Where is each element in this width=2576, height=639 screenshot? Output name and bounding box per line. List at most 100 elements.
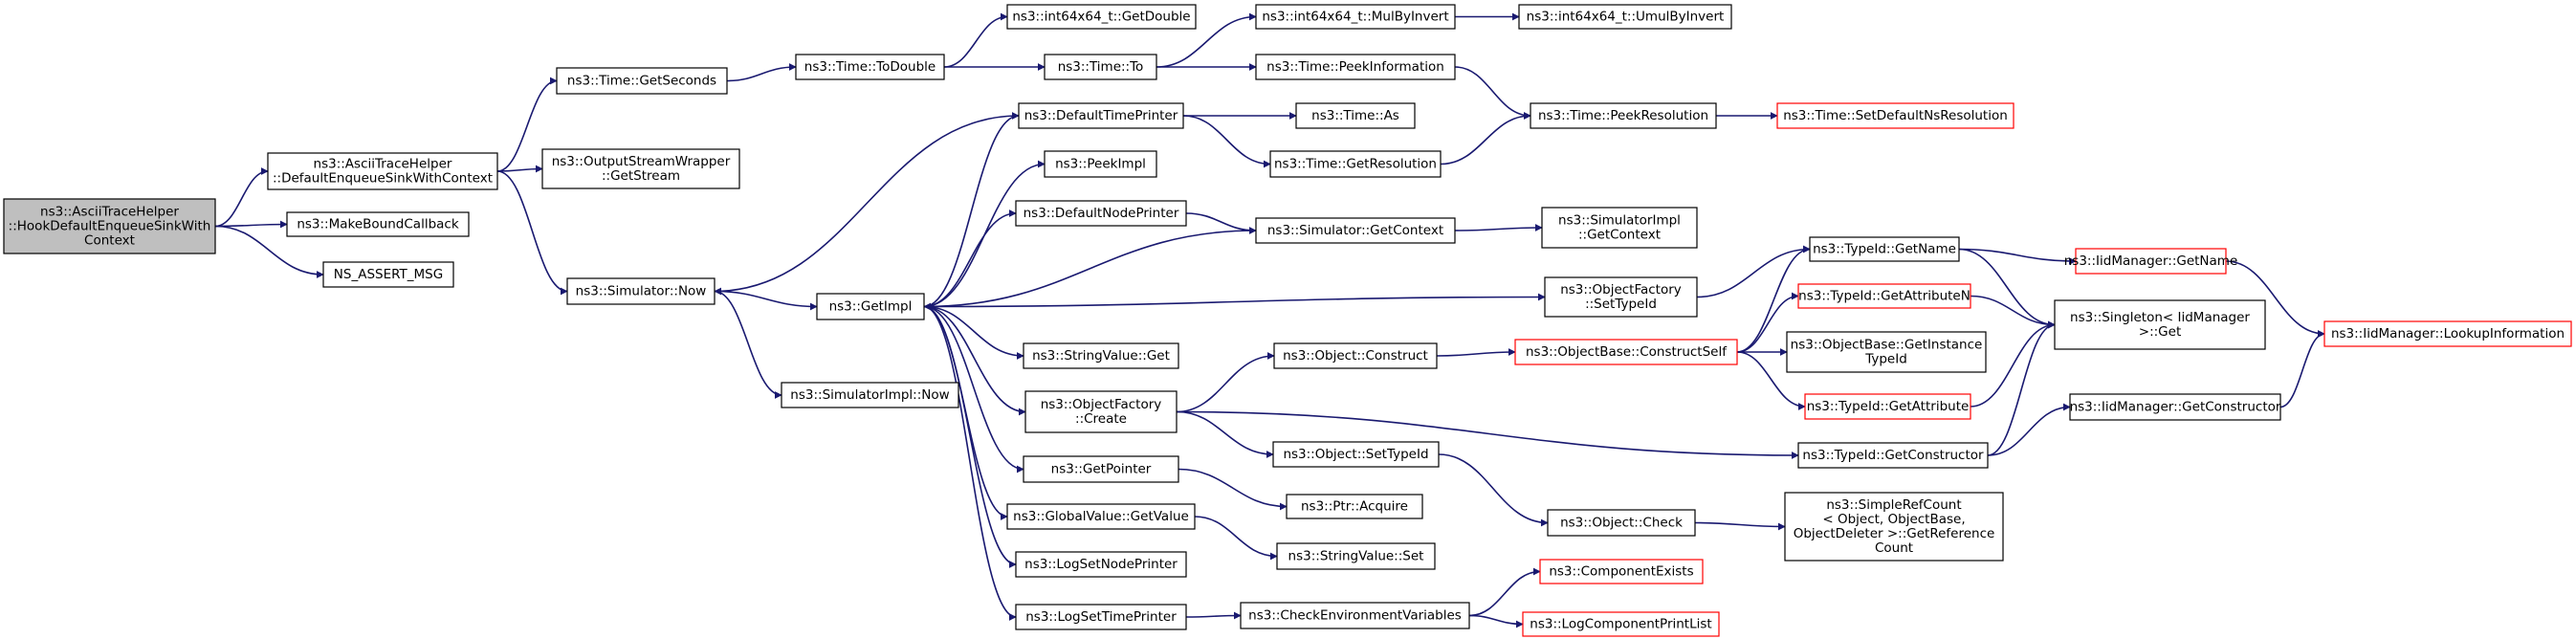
function-node[interactable]: ns3::TypeId::GetName bbox=[1809, 236, 1960, 262]
function-node[interactable]: ns3::Time::GetResolution bbox=[1269, 150, 1442, 178]
function-node[interactable]: ns3::int64x64_t::MulByInvert bbox=[1255, 4, 1456, 30]
function-node[interactable]: ns3::CheckEnvironmentVariables bbox=[1240, 602, 1470, 629]
node-box bbox=[1044, 150, 1157, 178]
node-label: ns3::StringValue::Get bbox=[1032, 348, 1170, 364]
function-node[interactable]: ns3::Time::PeekResolution bbox=[1530, 102, 1717, 129]
call-edge bbox=[496, 77, 558, 172]
function-node[interactable]: ns3::DefaultNodePrinter bbox=[1015, 200, 1187, 227]
node-box bbox=[1276, 542, 1436, 570]
function-node[interactable]: ns3::StringValue::Get bbox=[1023, 342, 1179, 369]
function-node[interactable]: ns3::OutputStreamWrapper::GetStream bbox=[541, 148, 740, 189]
function-node[interactable]: ns3::ObjectFactory::Create bbox=[1024, 390, 1178, 433]
node-label: TypeId bbox=[1864, 352, 1907, 367]
function-node[interactable]: ns3::GetImpl bbox=[816, 293, 925, 320]
function-node[interactable]: ns3::ComponentExists bbox=[1539, 559, 1704, 584]
function-node[interactable]: ns3::Ptr::Acquire bbox=[1286, 494, 1423, 519]
function-node[interactable]: ns3::IidManager::GetConstructor bbox=[2069, 393, 2281, 421]
function-node[interactable]: ns3::Object::SetTypeId bbox=[1272, 441, 1440, 468]
function-node[interactable]: ns3::Time::ToDouble bbox=[795, 54, 945, 80]
call-edge bbox=[1185, 611, 1242, 620]
call-edge bbox=[214, 167, 269, 228]
function-node[interactable]: ns3::LogSetTimePrinter bbox=[1015, 604, 1187, 630]
node-box bbox=[1547, 509, 1696, 537]
node-label: ns3::Time::PeekResolution bbox=[1538, 108, 1708, 123]
node-label: ns3::GlobalValue::GetValue bbox=[1013, 509, 1189, 524]
node-box bbox=[1255, 217, 1456, 244]
function-node[interactable]: ns3::LogSetNodePrinter bbox=[1015, 551, 1187, 578]
function-node[interactable]: ns3::IidManager::GetName bbox=[2064, 248, 2238, 275]
node-box bbox=[795, 54, 945, 80]
function-node[interactable]: ns3::int64x64_t::UmulByInvert bbox=[1518, 4, 1732, 30]
function-node[interactable]: ns3::MakeBoundCallback bbox=[286, 211, 470, 237]
node-label: ns3::LogSetTimePrinter bbox=[1025, 609, 1177, 625]
function-node[interactable]: ns3::TypeId::GetAttribute bbox=[1804, 393, 1971, 420]
function-node[interactable]: ns3::Time::PeekInformation bbox=[1255, 54, 1456, 80]
function-node[interactable]: ns3::Simulator::Now bbox=[566, 277, 716, 305]
node-box bbox=[322, 261, 454, 288]
node-label: ns3::StringValue::Set bbox=[1288, 549, 1424, 564]
function-node[interactable]: ns3::ObjectFactory::SetTypeId bbox=[1544, 276, 1698, 318]
node-box bbox=[1272, 441, 1440, 468]
function-node[interactable]: ns3::SimulatorImpl::Now bbox=[781, 382, 959, 408]
call-edge bbox=[1468, 567, 1541, 617]
node-label: ns3::int64x64_t::UmulByInvert bbox=[1527, 10, 1725, 25]
function-node[interactable]: ns3::Object::Construct bbox=[1273, 342, 1438, 369]
function-node[interactable]: ns3::GlobalValue::GetValue bbox=[1006, 503, 1196, 530]
node-label: Context bbox=[84, 233, 135, 249]
node-label: ns3::SimulatorImpl::Now bbox=[790, 387, 949, 403]
node-label: ns3::AsciiTraceHelper bbox=[40, 205, 179, 220]
function-node[interactable]: ns3::ObjectBase::ConstructSelf bbox=[1514, 339, 1738, 365]
node-label: ns3::Time::GetResolution bbox=[1274, 157, 1437, 172]
node-label: ns3::PeekImpl bbox=[1055, 157, 1146, 172]
function-node[interactable]: ns3::GetPointer bbox=[1023, 455, 1179, 483]
function-node[interactable]: ns3::Time::To bbox=[1044, 54, 1157, 80]
function-node[interactable]: ns3::Time::SetDefaultNsResolution bbox=[1776, 102, 2015, 129]
function-node[interactable]: ns3::SimpleRefCount< Object, ObjectBase,… bbox=[1784, 492, 2004, 562]
call-edge bbox=[1694, 521, 1786, 531]
node-label: ns3::TypeId::GetName bbox=[1813, 242, 1956, 257]
node-label: ns3::Singleton< IidManager bbox=[2070, 310, 2250, 325]
function-nodes: ns3::AsciiTraceHelper::HookDefaultEnqueu… bbox=[3, 4, 2572, 637]
node-label: ns3::Ptr::Acquire bbox=[1301, 499, 1408, 515]
call-edge bbox=[1436, 348, 1516, 357]
function-node[interactable]: ns3::DefaultTimePrinter bbox=[1018, 102, 1184, 129]
node-box bbox=[1269, 150, 1442, 178]
function-node[interactable]: NS_ASSERT_MSG bbox=[322, 261, 454, 288]
function-node[interactable]: ns3::Time::GetSeconds bbox=[556, 67, 728, 95]
function-node[interactable]: ns3::AsciiTraceHelper::DefaultEnqueueSin… bbox=[267, 152, 498, 190]
node-box bbox=[1786, 331, 1987, 373]
node-label: ns3::IidManager::GetName bbox=[2064, 253, 2238, 269]
node-label: ns3::ObjectFactory bbox=[1560, 282, 1682, 297]
call-edge bbox=[1958, 248, 2056, 329]
node-label: ns3::Time::SetDefaultNsResolution bbox=[1783, 108, 2008, 123]
node-label: ns3::ObjectBase::ConstructSelf bbox=[1526, 344, 1728, 360]
function-node[interactable]: ns3::StringValue::Set bbox=[1276, 542, 1436, 570]
node-label: >::Get bbox=[2139, 324, 2181, 340]
call-edge bbox=[1176, 410, 1799, 459]
function-node[interactable]: ns3::SimulatorImpl::GetContext bbox=[1541, 207, 1698, 249]
node-label: ns3::GetImpl bbox=[829, 299, 913, 315]
function-node[interactable]: ns3::Singleton< IidManager >::Get bbox=[2054, 299, 2266, 350]
call-edge bbox=[1696, 245, 1811, 298]
node-box bbox=[1255, 4, 1456, 30]
function-node[interactable]: ns3::PeekImpl bbox=[1044, 150, 1157, 178]
function-node[interactable]: ns3::LogComponentPrintList bbox=[1522, 611, 1720, 637]
function-node[interactable]: ns3::Object::Check bbox=[1547, 509, 1696, 537]
node-box bbox=[267, 152, 498, 190]
function-node[interactable]: ns3::Simulator::GetContext bbox=[1255, 217, 1456, 244]
function-node[interactable]: ns3::TypeId::GetAttributeN bbox=[1797, 283, 1971, 309]
call-edge bbox=[1958, 248, 2077, 265]
call-edge bbox=[1176, 410, 1274, 458]
node-label: < Object, ObjectBase, bbox=[1822, 512, 1965, 527]
node-label: ns3::IidManager::LookupInformation bbox=[2331, 326, 2565, 342]
node-label: ::Create bbox=[1075, 411, 1127, 427]
node-box bbox=[1539, 559, 1704, 584]
function-node[interactable]: ns3::int64x64_t::GetDouble bbox=[1006, 4, 1197, 30]
call-edge bbox=[214, 220, 288, 229]
function-node[interactable]: ns3::Time::As bbox=[1295, 102, 1416, 129]
node-box bbox=[1286, 494, 1423, 519]
function-node[interactable]: ns3::TypeId::GetConstructor bbox=[1797, 442, 1989, 469]
function-node[interactable]: ns3::IidManager::LookupInformation bbox=[2323, 320, 2572, 347]
call-edge bbox=[1185, 212, 1257, 234]
